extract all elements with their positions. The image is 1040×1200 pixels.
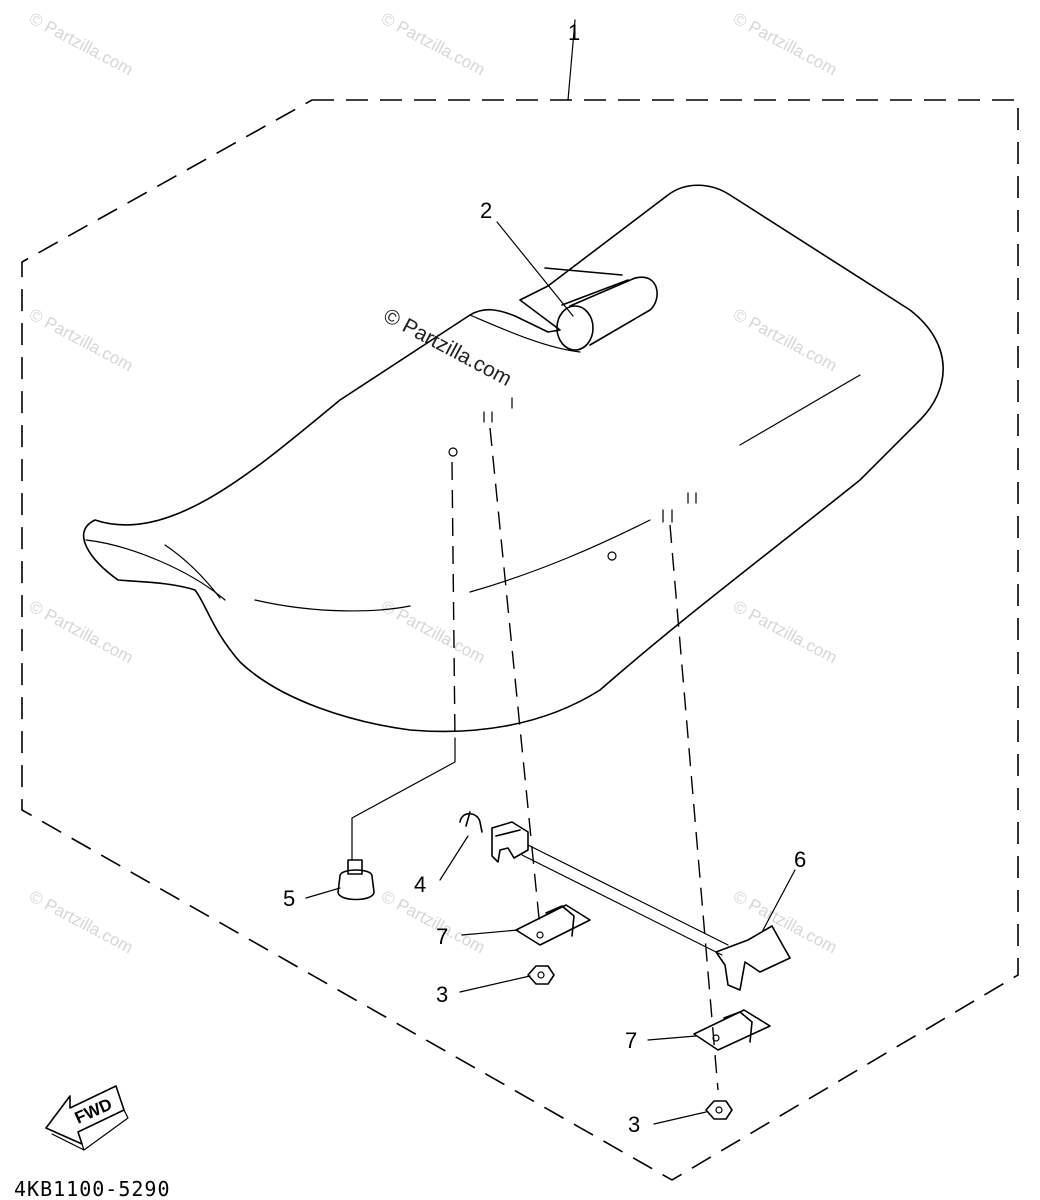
center-watermark: © Partzilla.com <box>380 304 516 391</box>
watermark-layer: © Partzilla.com © Partzilla.com © Partzi… <box>26 9 840 958</box>
watermark: © Partzilla.com <box>26 305 136 376</box>
watermark: © Partzilla.com <box>26 597 136 668</box>
part-3-nut-upper <box>527 965 555 985</box>
callout-4: 4 <box>414 872 426 897</box>
part-code: 4KB1100-5290 <box>14 1177 171 1200</box>
watermark: © Partzilla.com <box>378 597 488 668</box>
callout-3-lower: 3 <box>628 1112 640 1137</box>
watermark: © Partzilla.com <box>730 887 840 958</box>
callout-7-upper: 7 <box>436 924 448 949</box>
mount-line <box>489 427 541 929</box>
watermark: © Partzilla.com <box>730 597 840 668</box>
callout-7-lower: 7 <box>625 1028 637 1053</box>
fwd-label: FWD <box>72 1095 115 1128</box>
callout-1: 1 <box>568 20 580 45</box>
mount-line <box>451 461 456 741</box>
fwd-arrow-icon: FWD <box>45 1085 129 1151</box>
callout-6: 6 <box>794 847 806 872</box>
callout-3-upper: 3 <box>436 982 448 1007</box>
part-7-bracket-upper <box>515 904 591 946</box>
part-6-latch <box>491 821 791 991</box>
watermark: © Partzilla.com <box>26 887 136 958</box>
watermark: © Partzilla.com <box>378 887 488 958</box>
watermark: © Partzilla.com <box>378 9 488 80</box>
leader-lines <box>305 19 796 1125</box>
assembly-boundary <box>21 99 1019 1181</box>
callout-5: 5 <box>283 886 295 911</box>
watermark: © Partzilla.com <box>26 9 136 80</box>
part-5-damper <box>337 859 375 901</box>
part-7-bracket-lower <box>693 1009 771 1051</box>
watermark: © Partzilla.com <box>730 305 840 376</box>
part-3-nut-lower <box>705 1100 733 1120</box>
watermark: © Partzilla.com <box>730 9 840 80</box>
mount-line <box>669 524 719 1091</box>
callout-2: 2 <box>480 198 492 223</box>
seat <box>82 184 944 733</box>
part-4-clip <box>459 811 483 833</box>
